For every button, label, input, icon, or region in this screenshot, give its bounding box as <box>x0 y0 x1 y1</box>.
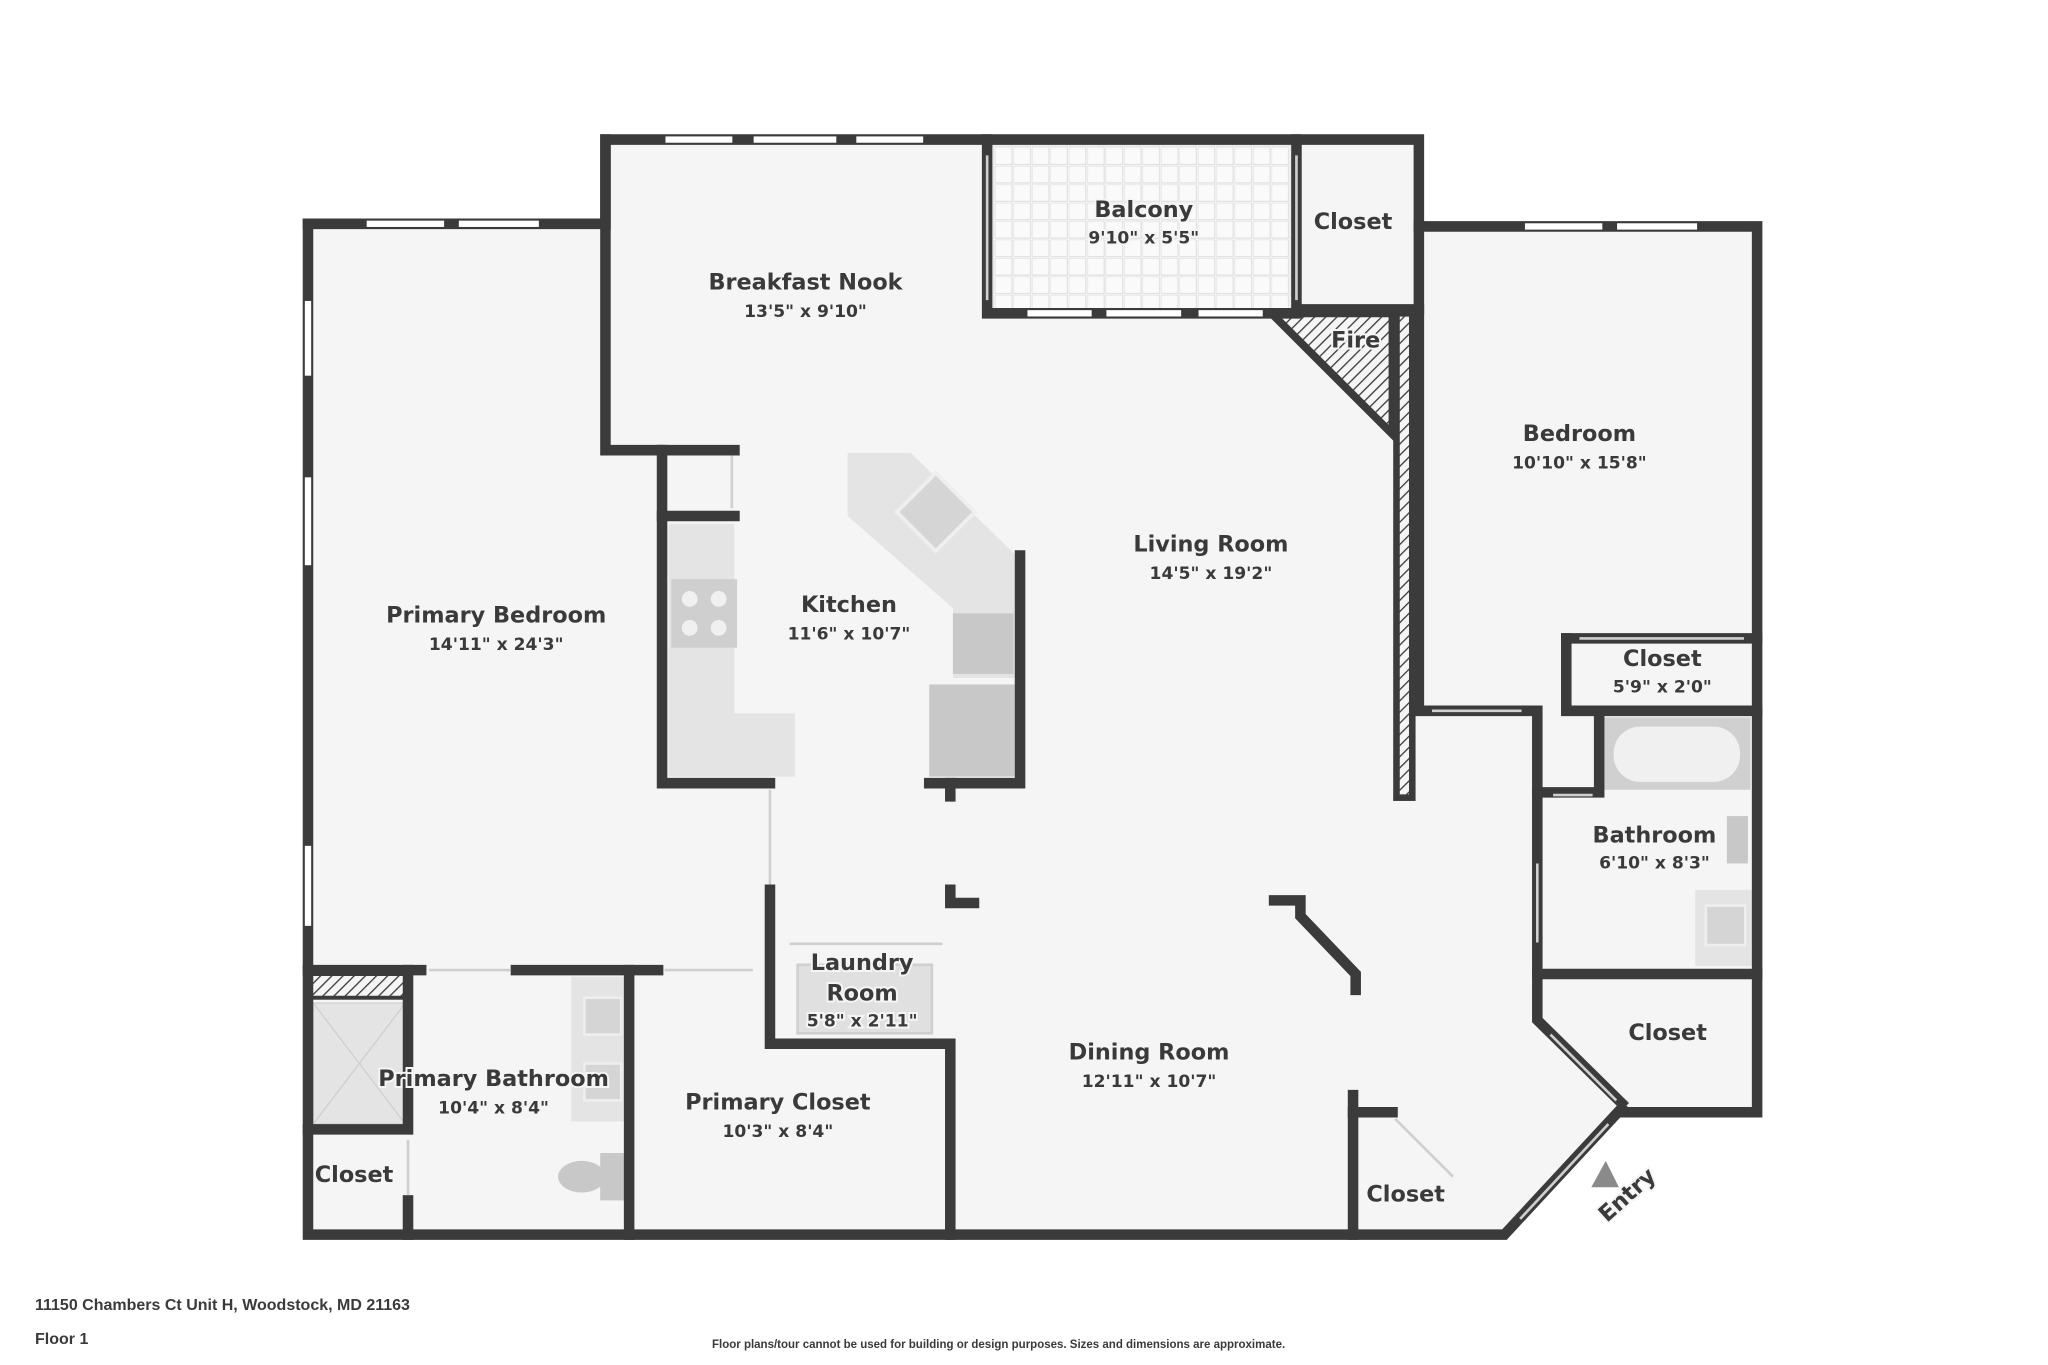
doors <box>406 155 1744 1220</box>
room-dimensions: 12'11" x 10'7" <box>1082 1072 1217 1092</box>
room-name: Bathroom <box>1593 822 1717 848</box>
room-name: Kitchen <box>801 592 897 618</box>
room-name: Primary Bedroom <box>386 603 606 629</box>
room-name: Living Room <box>1133 532 1288 558</box>
room-name: Closet <box>1623 646 1702 672</box>
stove-icon <box>671 579 738 648</box>
room-label-dining-room: Dining Room 12'11" x 10'7" <box>1067 1038 1232 1095</box>
windows <box>303 134 1699 928</box>
sink-icon <box>893 470 978 554</box>
room-name: Primary Bathroom <box>378 1066 609 1092</box>
room-dimensions: 14'5" x 19'2" <box>1150 564 1273 584</box>
room-label-primary-bedroom: Primary Bedroom 14'11" x 24'3" <box>384 601 608 658</box>
hatched-block <box>308 972 408 1000</box>
entry-arrow-icon <box>1591 1160 1619 1188</box>
room-label-closet-bath: Closet <box>313 1160 396 1190</box>
room-label-living-room: Living Room 14'5" x 19'2" <box>1131 530 1290 587</box>
room-label-closet-top: Closet <box>1312 207 1395 237</box>
address: 11150 Chambers Ct Unit H, Woodstock, MD … <box>35 1297 410 1314</box>
room-name: Closet <box>1628 1020 1707 1046</box>
room-dimensions: 10'3" x 8'4" <box>722 1122 833 1142</box>
room-name: Closet <box>315 1162 394 1188</box>
room-dimensions: 6'10" x 8'3" <box>1599 854 1710 874</box>
room-name: Fire <box>1331 328 1380 354</box>
room-name: Laundry <box>811 950 914 976</box>
floor-label: Floor 1 <box>35 1331 89 1348</box>
room-label-primary-bathroom: Primary Bathroom 10'4" x 8'4" <box>376 1064 611 1121</box>
room-name: Closet <box>1314 209 1393 235</box>
room-label-breakfast-nook: Breakfast Nook 13'5" x 9'10" <box>706 268 905 325</box>
room-name: Primary Closet <box>685 1090 871 1116</box>
room-dimensions: 5'8" x 2'11" <box>807 1012 918 1032</box>
refrigerator-icon <box>929 684 1017 777</box>
kitchen-fixtures <box>668 452 1017 777</box>
washer-dryer-icon <box>796 963 934 1035</box>
hatched-wall <box>1393 310 1416 801</box>
room-label-fire: Fire <box>1329 326 1382 356</box>
room-dimensions: 10'4" x 8'4" <box>438 1099 549 1119</box>
room-label-primary-closet: Primary Closet 10'3" x 8'4" <box>683 1088 873 1145</box>
walls <box>302 134 1763 1240</box>
room-label-balcony: Balcony 9'10" x 5'5" <box>1086 195 1201 250</box>
room-dimensions: 9'10" x 5'5" <box>1088 229 1199 249</box>
room-dimensions: 14'11" x 24'3" <box>429 635 564 655</box>
room-name: Bedroom <box>1523 421 1636 447</box>
room-name: Dining Room <box>1069 1040 1230 1066</box>
room-name: Closet <box>1366 1182 1445 1208</box>
room-label-kitchen: Kitchen 11'6" x 10'7" <box>786 590 913 647</box>
room-dimensions: 10'10" x 15'8" <box>1512 454 1647 474</box>
room-dimensions: 13'5" x 9'10" <box>744 302 867 322</box>
room-dimensions: 11'6" x 10'7" <box>788 625 911 645</box>
room-label-bathroom: Bathroom 6'10" x 8'3" <box>1591 820 1719 875</box>
room-label-closet-bedroom: Closet 5'9" x 2'0" <box>1611 644 1714 699</box>
room-label-bedroom: Bedroom 10'10" x 15'8" <box>1510 419 1649 476</box>
toilet-icon <box>1726 816 1748 864</box>
room-label-closet-hall: Closet <box>1626 1018 1709 1048</box>
room-name: Room <box>826 980 897 1006</box>
room-name: Breakfast Nook <box>708 270 903 296</box>
room-name: Balcony <box>1094 197 1193 223</box>
room-dimensions: 5'9" x 2'0" <box>1613 677 1712 697</box>
disclaimer: Floor plans/tour cannot be used for buil… <box>712 1339 1286 1351</box>
room-label-closet-dining: Closet <box>1364 1180 1447 1210</box>
bathroom-fixtures <box>312 717 1754 1201</box>
dishwasher-icon <box>952 613 1014 674</box>
balcony-floor <box>992 144 1296 311</box>
